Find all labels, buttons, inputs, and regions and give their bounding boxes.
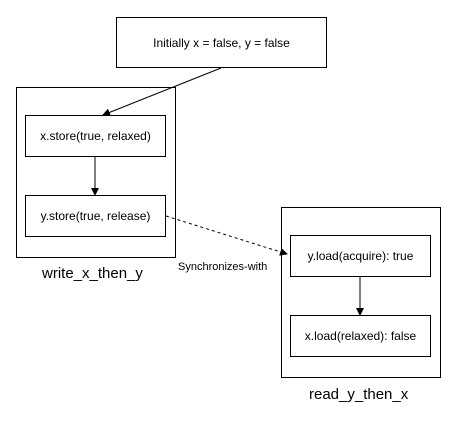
x-load-label: x.load(relaxed): false [304, 329, 417, 343]
y-store-label: y.store(true, release) [40, 209, 151, 223]
y-load-label: y.load(acquire): true [307, 249, 414, 263]
read-thread-caption: read_y_then_x [309, 386, 409, 403]
y-load-node: y.load(acquire): true [290, 235, 431, 277]
initial-state-node: Initially x = false, y = false [116, 17, 327, 68]
edge-synchronizes-with [165, 215, 288, 256]
initial-state-label: Initially x = false, y = false [153, 35, 290, 50]
synchronizes-with-label: Synchronizes-with [178, 261, 268, 273]
x-load-node: x.load(relaxed): false [290, 315, 431, 357]
write-thread-caption: write_x_then_y [42, 265, 143, 282]
y-store-node: y.store(true, release) [25, 195, 166, 237]
x-store-label: x.store(true, relaxed) [40, 129, 151, 143]
x-store-node: x.store(true, relaxed) [25, 115, 166, 157]
